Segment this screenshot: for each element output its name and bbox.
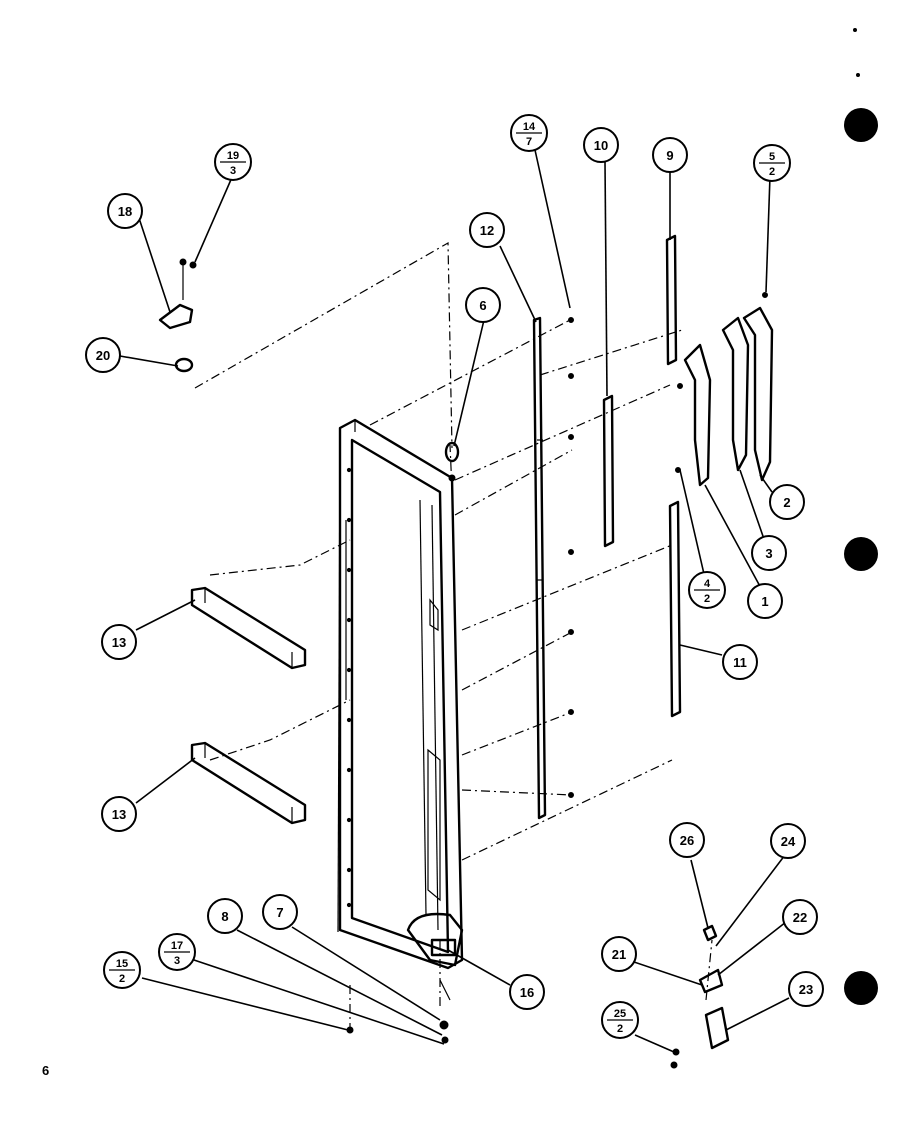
svg-text:11: 11: [733, 655, 747, 670]
callout-2: 2: [769, 484, 805, 520]
svg-text:1: 1: [761, 594, 768, 609]
callout-5: 5 2: [753, 144, 791, 182]
svg-text:10: 10: [594, 138, 608, 153]
callout-3: 3: [751, 535, 787, 571]
svg-text:7: 7: [526, 136, 532, 148]
svg-text:3: 3: [230, 165, 236, 177]
punch-hole-top: [844, 108, 878, 142]
svg-text:14: 14: [523, 121, 536, 133]
callout-12: 12: [469, 212, 505, 248]
svg-text:4: 4: [704, 578, 711, 590]
callout-14: 14 7: [510, 114, 548, 152]
callout-21: 21: [601, 936, 637, 972]
callout-26: 26: [669, 822, 705, 858]
svg-text:2: 2: [119, 973, 125, 985]
svg-text:26: 26: [680, 833, 694, 848]
callout-11: 11: [722, 644, 758, 680]
handle-assembly: [683, 306, 774, 487]
strip-part-12: [532, 316, 547, 820]
punch-hole-bottom: [844, 971, 878, 1005]
leader-lines: [119, 149, 790, 1053]
svg-text:17: 17: [171, 940, 183, 952]
callout-4: 4 2: [688, 571, 726, 609]
callout-13-bottom: 13: [101, 796, 137, 832]
svg-text:7: 7: [276, 905, 283, 920]
svg-text:2: 2: [617, 1023, 623, 1035]
callout-24: 24: [770, 823, 806, 859]
svg-text:12: 12: [480, 223, 494, 238]
screws: [568, 292, 768, 798]
callout-7: 7: [262, 894, 298, 930]
svg-text:3: 3: [174, 955, 180, 967]
bottom-hinge-parts: [670, 924, 730, 1069]
gasket-part-10: [602, 394, 615, 548]
cam-hardware: [346, 938, 457, 1044]
svg-text:13: 13: [112, 635, 126, 650]
svg-text:22: 22: [793, 910, 807, 925]
gasket-part-9: [665, 234, 678, 366]
callout-15: 15 2: [103, 951, 141, 989]
callout-19: 19 3: [214, 143, 252, 181]
page-number: 6: [42, 1063, 50, 1078]
svg-text:6: 6: [479, 298, 486, 313]
callout-25: 25 2: [601, 1001, 639, 1039]
callout-10: 10: [583, 127, 619, 163]
punch-hole-middle: [844, 537, 878, 571]
svg-text:18: 18: [118, 204, 132, 219]
door-panel: [337, 418, 464, 970]
callout-6: 6: [465, 287, 501, 323]
callout-22: 22: [782, 899, 818, 935]
svg-text:8: 8: [221, 909, 228, 924]
svg-text:25: 25: [614, 1008, 626, 1020]
callout-8: 8: [207, 898, 243, 934]
svg-text:19: 19: [227, 150, 239, 162]
svg-text:9: 9: [666, 148, 673, 163]
callout-23: 23: [788, 971, 824, 1007]
svg-text:2: 2: [783, 495, 790, 510]
svg-text:3: 3: [765, 546, 772, 561]
callout-16: 16: [509, 974, 545, 1010]
svg-text:15: 15: [116, 958, 128, 970]
top-hinge-parts: [158, 258, 197, 373]
shelf-bottom-part-13: [190, 741, 307, 825]
callout-17: 17 3: [158, 933, 196, 971]
callout-1: 1: [747, 583, 783, 619]
callout-9: 9: [652, 137, 688, 173]
svg-text:23: 23: [799, 982, 813, 997]
svg-text:5: 5: [769, 151, 775, 163]
callout-18: 18: [107, 193, 143, 229]
svg-text:21: 21: [612, 947, 626, 962]
svg-text:16: 16: [520, 985, 534, 1000]
svg-text:2: 2: [769, 166, 775, 178]
callout-13-top: 13: [101, 624, 137, 660]
shelf-top-part-13: [190, 586, 307, 670]
gasket-part-11: [668, 500, 682, 718]
svg-text:20: 20: [96, 348, 110, 363]
svg-text:13: 13: [112, 807, 126, 822]
svg-text:2: 2: [704, 593, 710, 605]
callout-20: 20: [85, 337, 121, 373]
svg-text:24: 24: [781, 834, 796, 849]
grommet-part-6: [444, 441, 460, 482]
